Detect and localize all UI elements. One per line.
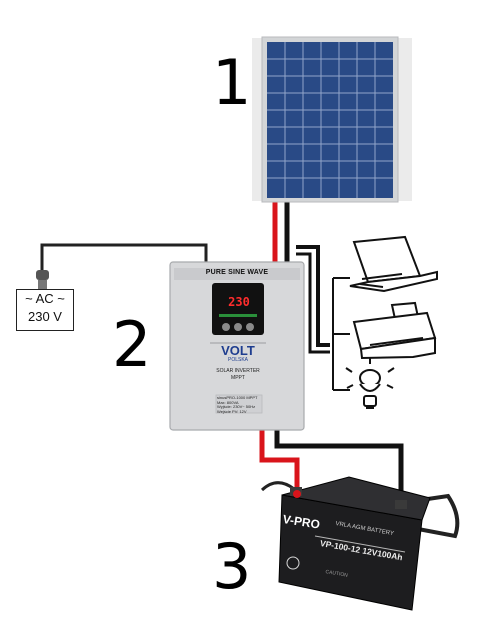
- brand-name: VOLT: [221, 343, 255, 358]
- plug-icon: [36, 270, 49, 289]
- inverter-display: [212, 283, 264, 335]
- marker-1: 1: [212, 46, 252, 119]
- ac-wire: [40, 243, 208, 270]
- spec-line: Wyjście: 230V~ 50Hz: [217, 404, 256, 410]
- marker-3: 3: [212, 530, 252, 603]
- volt-logo: VOLT POLSKA: [210, 344, 266, 364]
- marker-2: 2: [112, 308, 152, 381]
- inverter-display-value: 230: [228, 295, 250, 309]
- load-wire-2: [296, 252, 330, 354]
- spec-line: Max: 800VA: [217, 399, 239, 405]
- battery: [260, 476, 460, 611]
- battery-positive-wire: [259, 425, 300, 490]
- battery-handle-left: [260, 481, 295, 492]
- battery-positive-terminal: [293, 490, 301, 498]
- bulb-icon: [345, 357, 395, 409]
- inverter-top-label: PURE SINE WAVE: [205, 269, 269, 276]
- battery-negative-wire: [274, 425, 404, 495]
- voltage-label: 230 V: [28, 309, 62, 324]
- battery-handle-right: [413, 493, 460, 539]
- model-line-1: SOLAR INVERTER: [216, 368, 260, 374]
- inverter-spec-plate: sinusPRO-1000 MPPT Max: 800VA Wyjście: 2…: [217, 395, 263, 414]
- spec-title: sinusPRO-1000 MPPT: [217, 395, 258, 400]
- solar-panel: [252, 36, 412, 203]
- load-wire-1: [296, 245, 330, 347]
- inverter-model: SOLAR INVERTER MPPT: [198, 368, 278, 382]
- laptop-icon: [349, 235, 438, 293]
- solar-cells: [267, 42, 393, 198]
- ac-source-label: ~ AC ~ 230 V: [16, 289, 74, 331]
- printer-icon: [352, 301, 437, 360]
- brand-sub: POLSKA: [227, 357, 248, 363]
- spec-line: Wejście PV: 12V: [217, 408, 247, 414]
- model-line-2: MPPT: [231, 375, 245, 381]
- inverter: [169, 261, 305, 431]
- ac-label: ~ AC ~: [25, 291, 65, 306]
